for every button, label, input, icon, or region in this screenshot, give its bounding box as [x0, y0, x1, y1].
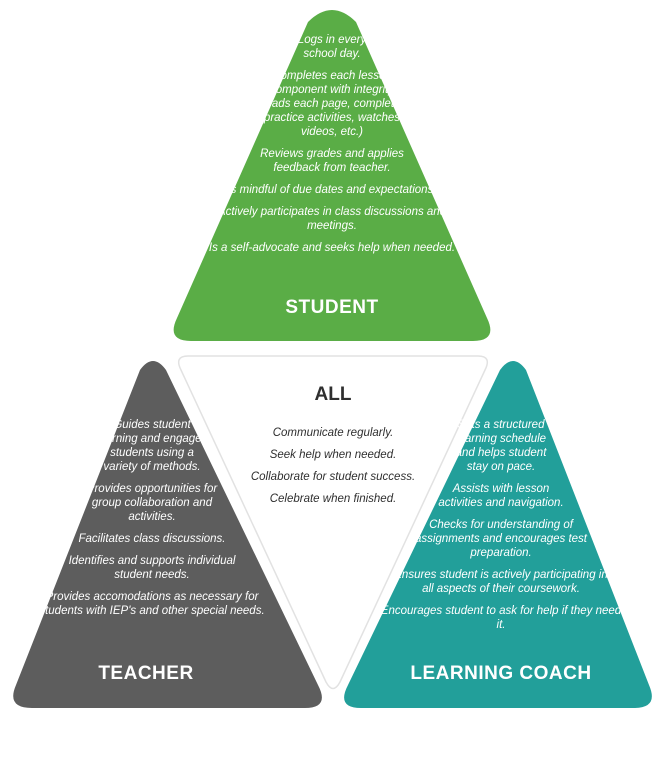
learning-coach-responsibilities: Sets a structured learning schedule and …: [378, 418, 624, 640]
all-item: Celebrate when finished.: [269, 493, 397, 505]
all-title: ALL: [314, 384, 352, 405]
all-item: Collaborate for student success.: [250, 471, 416, 483]
teacher-item: Provides opportunities for group collabo…: [86, 483, 218, 523]
student-item: Logs in every school day.: [297, 34, 367, 60]
teacher-item: Guides student learning and engages stud…: [96, 419, 208, 473]
teacher-item: Provides accomodations as necessary for …: [39, 591, 265, 617]
coach-item: Ensures student is actively participatin…: [394, 569, 608, 595]
student-item: Actively participates in class discussio…: [217, 206, 447, 232]
coach-item: Assists with lesson activities and navig…: [438, 483, 564, 509]
learning-coach-triangle: [344, 361, 652, 708]
learning-coach-label: LEARNING COACH: [410, 663, 592, 684]
coach-item: Checks for understanding of assignments …: [415, 519, 587, 559]
all-item: Communicate regularly.: [272, 427, 394, 439]
coach-item: Sets a structured learning schedule and …: [455, 419, 547, 473]
student-item: Is mindful of due dates and expectations…: [227, 184, 437, 196]
all-triangle: [177, 355, 489, 690]
student-triangle: [173, 10, 491, 341]
student-item: Reviews grades and applies feedback from…: [260, 148, 404, 174]
teacher-item: Identifies and supports individual stude…: [68, 555, 236, 581]
student-item: Completes each lesson component with int…: [257, 70, 407, 138]
student-label: STUDENT: [285, 297, 379, 318]
teacher-label: TEACHER: [98, 663, 194, 684]
coach-item: Encourages student to ask for help if th…: [380, 605, 622, 631]
student-responsibilities: Logs in every school day. Completes each…: [209, 33, 455, 263]
teacher-triangle: [13, 361, 322, 708]
student-item: Is a self-advocate and seeks help when n…: [208, 242, 456, 254]
teacher-item: Facilitates class discussions.: [78, 533, 226, 545]
all-item: Seek help when needed.: [269, 449, 397, 461]
teacher-responsibilities: Guides student learning and engages stud…: [36, 418, 268, 626]
all-responsibilities: Communicate regularly. Seek help when ne…: [228, 426, 438, 514]
